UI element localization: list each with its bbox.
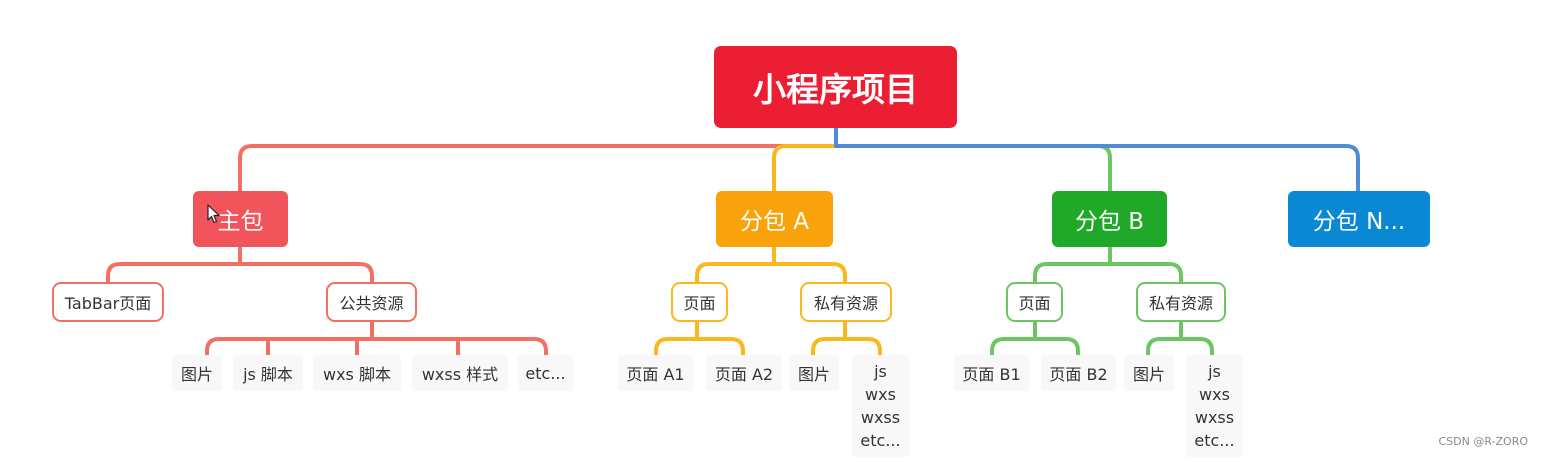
sub-b-private-etc: etc... <box>1194 431 1235 450</box>
sub-a-private-images[interactable]: 图片 <box>789 355 839 391</box>
sub-a-private-node[interactable]: 私有资源 <box>800 282 892 322</box>
connector-public-leaves <box>205 320 548 357</box>
sub-b-page-b1[interactable]: 页面 B1 <box>954 355 1029 391</box>
sub-b-pages-node[interactable]: 页面 <box>1006 282 1063 322</box>
connector-sub-a-children <box>695 246 847 285</box>
sub-package-b-node[interactable]: 分包 B <box>1052 191 1167 247</box>
sub-a-private-js: js <box>874 362 887 381</box>
connector-sub-b-private <box>1146 320 1214 357</box>
public-leaf-wxss[interactable]: wxss 样式 <box>412 355 508 391</box>
connector-root-sub-a <box>772 144 838 192</box>
root-node[interactable]: 小程序项目 <box>714 46 957 128</box>
sub-a-private-wxss: wxss <box>860 408 901 427</box>
sub-b-private-list[interactable]: js wxs wxss etc... <box>1186 355 1243 457</box>
connector-root-sub-n <box>834 126 1360 192</box>
connector-root-sub-b <box>834 144 1112 192</box>
sub-b-private-js: js <box>1208 362 1221 381</box>
connector-sub-b-children <box>1033 246 1183 285</box>
sub-a-pages-node[interactable]: 页面 <box>671 282 728 322</box>
connector-sub-a-private <box>811 320 882 357</box>
sub-a-page-a1[interactable]: 页面 A1 <box>618 355 693 391</box>
connector-sub-b-pages <box>990 320 1080 357</box>
watermark: CSDN @R-ZORO <box>1438 435 1528 448</box>
connector-sub-a-pages <box>654 320 745 357</box>
tabbar-pages-node[interactable]: TabBar页面 <box>52 282 164 322</box>
sub-a-private-etc: etc... <box>860 431 901 450</box>
sub-b-private-wxs: wxs <box>1199 385 1230 404</box>
public-leaf-js[interactable]: js 脚本 <box>233 355 303 391</box>
connector-main-tabbar <box>106 246 242 285</box>
mouse-pointer-icon <box>207 204 220 224</box>
sub-b-private-images[interactable]: 图片 <box>1124 355 1174 391</box>
sub-a-private-wxs: wxs <box>865 385 896 404</box>
sub-b-private-wxss: wxss <box>1194 408 1235 427</box>
public-resources-node[interactable]: 公共资源 <box>326 282 417 322</box>
public-leaf-images[interactable]: 图片 <box>172 355 222 391</box>
connector-main-public <box>238 262 374 285</box>
public-leaf-etc[interactable]: etc... <box>518 355 573 391</box>
sub-a-private-list[interactable]: js wxs wxss etc... <box>852 355 909 457</box>
connector-root-main <box>238 126 838 192</box>
sub-b-page-b2[interactable]: 页面 B2 <box>1041 355 1116 391</box>
sub-b-private-node[interactable]: 私有资源 <box>1136 282 1226 322</box>
public-leaf-wxs[interactable]: wxs 脚本 <box>313 355 401 391</box>
sub-package-a-node[interactable]: 分包 A <box>716 191 833 247</box>
sub-package-n-node[interactable]: 分包 N... <box>1288 191 1430 247</box>
sub-a-page-a2[interactable]: 页面 A2 <box>706 355 782 391</box>
